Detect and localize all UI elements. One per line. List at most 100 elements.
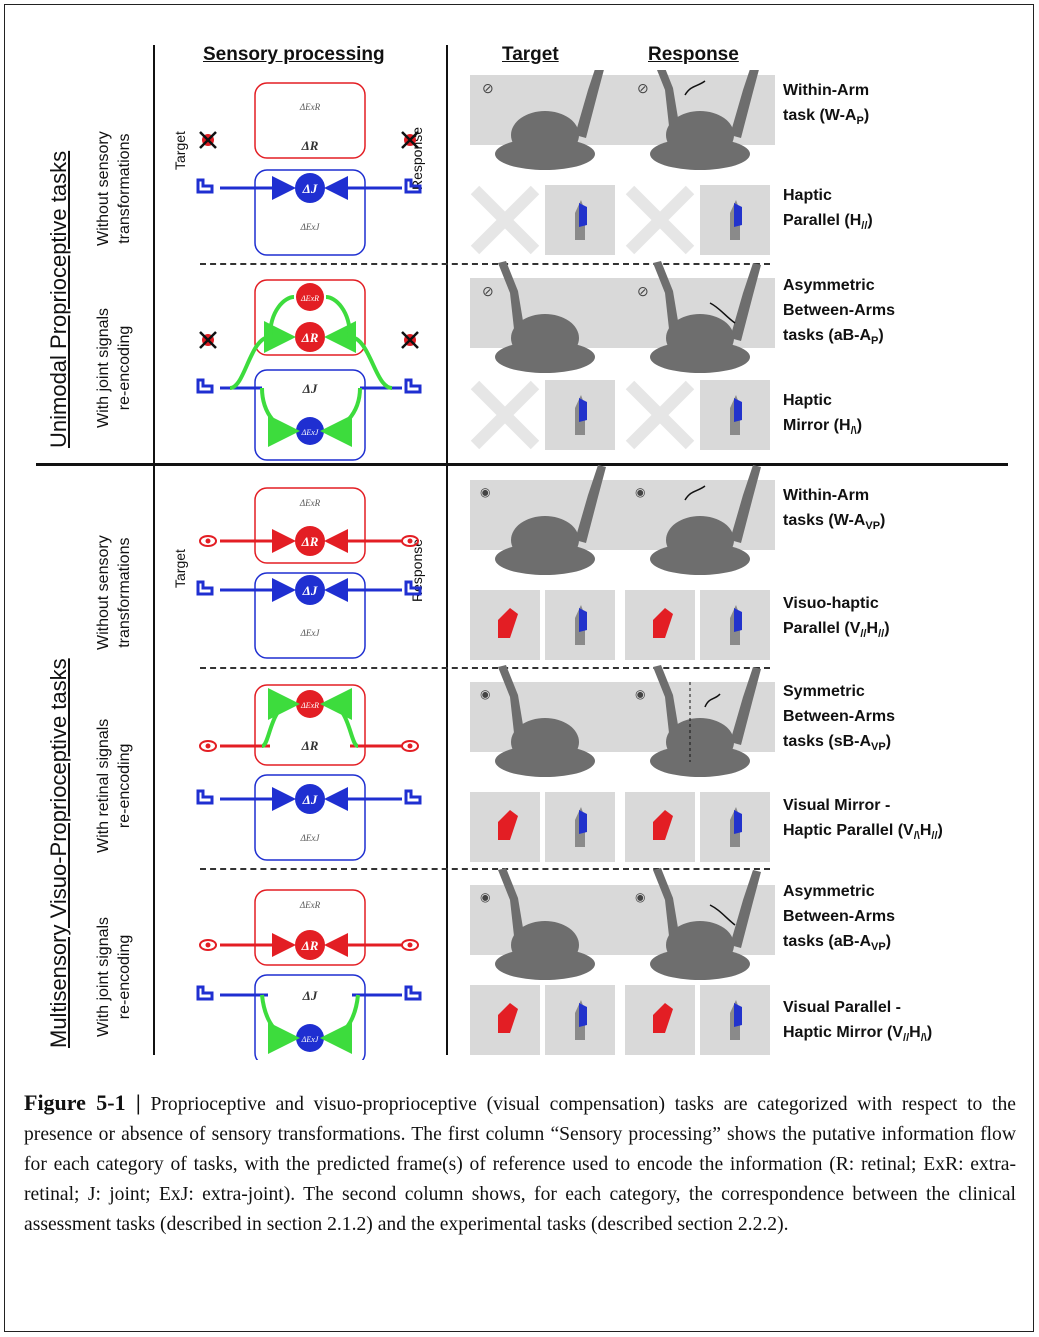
trajectory-arrow-icon (709, 302, 736, 324)
visual-tile (470, 985, 540, 1055)
haptic-tile (700, 380, 770, 450)
task-label: Haptic Mirror (H/\) (783, 392, 863, 438)
response-illustration: ◉ (625, 868, 775, 980)
response-illustration: ◉ (625, 465, 775, 575)
response-illustration: ◉ (625, 665, 775, 777)
task-label: Symmetric Between-Arms tasks (sB-AVP) (783, 683, 896, 754)
target-illustration: ◉ (470, 665, 630, 777)
hand-icon (404, 580, 422, 596)
eye-icon (199, 535, 217, 547)
row-divider (200, 868, 770, 870)
haptic-tile (545, 380, 615, 450)
divider-vertical-middle (446, 45, 448, 1055)
diagram-unimodal-without: ΔExR ΔR ΔJ ΔExJ (196, 82, 422, 256)
eye-icon (401, 535, 419, 547)
eye-icon: ◉ (635, 890, 645, 904)
node-exr: ΔExR (299, 102, 321, 112)
task-label: Asymmetric Between-Arms tasks (aB-AVP) (783, 883, 896, 954)
haptic-tile (625, 185, 695, 255)
svg-text:ΔR: ΔR (301, 938, 319, 953)
diagram-unimodal-joint-reencoding: ΔExR ΔR ΔJ ΔExJ (196, 279, 422, 461)
task-label: Visual Mirror - Haptic Parallel (V/\H//) (783, 797, 943, 843)
response-illustration: ⊘ (625, 261, 775, 373)
divider-vertical-left (153, 45, 155, 1055)
caption-text: Proprioceptive and visuo-proprioceptive … (24, 1094, 1016, 1235)
trajectory-arrow-icon (709, 904, 736, 926)
hand-icon (404, 378, 422, 394)
svg-text:ΔExR: ΔExR (299, 900, 321, 910)
haptic-tile (700, 185, 770, 255)
task-label: Within-Arm task (W-AP) (783, 82, 870, 128)
svg-text:ΔJ: ΔJ (302, 381, 318, 396)
crossed-eye-icon: ⊘ (637, 285, 649, 300)
row-divider (200, 263, 770, 265)
hand-icon (196, 178, 214, 194)
svg-text:ΔExJ: ΔExJ (300, 833, 321, 843)
haptic-tile (470, 185, 540, 255)
node-exj: ΔExJ (300, 222, 321, 232)
hand-icon (404, 178, 422, 194)
divider-horizontal-groups (36, 463, 1008, 466)
haptic-tile (545, 185, 615, 255)
hand-icon (196, 985, 214, 1001)
svg-text:ΔJ: ΔJ (302, 792, 318, 807)
crossed-eye-icon: ⊘ (637, 82, 649, 97)
haptic-tile (545, 590, 615, 660)
header-response: Response (648, 44, 739, 65)
visual-tile (470, 792, 540, 862)
header-sensory-processing: Sensory processing (203, 44, 385, 65)
header-target: Target (502, 44, 559, 65)
haptic-tile (545, 985, 615, 1055)
eye-icon: ◉ (635, 485, 645, 499)
row-divider (200, 667, 770, 669)
svg-text:ΔExJ: ΔExJ (300, 628, 321, 638)
response-illustration: ⊘ (625, 70, 775, 170)
haptic-tile (700, 590, 770, 660)
eye-icon: ◉ (635, 687, 645, 701)
group-label-multisensory: Multisensory Visuo-Proprioceptive tasks (46, 658, 71, 1048)
crossed-out-icon (199, 131, 217, 149)
task-label: Within-Arm tasks (W-AVP) (783, 487, 886, 533)
svg-text:ΔJ: ΔJ (302, 988, 318, 1003)
visual-tile (625, 590, 695, 660)
hand-icon (196, 789, 214, 805)
crossed-out-icon (401, 131, 419, 149)
figure-caption: Figure 5-1 | Proprioceptive and visuo-pr… (24, 1088, 1016, 1240)
haptic-tile (470, 380, 540, 450)
sensory-processing-diagrams: ΔExR ΔR ΔJ ΔExJ ΔExR ΔR ΔJ ΔExJ (196, 82, 422, 1060)
task-label: Asymmetric Between-Arms tasks (aB-AP) (783, 277, 896, 348)
svg-text:ΔJ: ΔJ (302, 583, 318, 598)
eye-icon (401, 939, 419, 951)
crossed-eye-icon: ⊘ (482, 285, 494, 300)
svg-text:ΔR: ΔR (301, 330, 319, 345)
hand-icon (404, 789, 422, 805)
target-illustration: ⊘ (470, 261, 630, 373)
task-label: Visuo-haptic Parallel (V//H//) (783, 595, 890, 641)
hand-icon (404, 985, 422, 1001)
haptic-tile (625, 380, 695, 450)
trajectory-arrow-icon (684, 485, 706, 501)
target-illustration: ⊘ (470, 70, 630, 170)
task-illustrations: ⊘ ⊘ ⊘ ⊘ ◉ ◉ ◉ (460, 70, 775, 1055)
visual-tile (625, 985, 695, 1055)
crossed-out-icon (199, 331, 217, 349)
diagram-multisensory-without: ΔExR ΔR ΔJ ΔExJ (196, 487, 422, 659)
task-label: Visual Parallel - Haptic Mirror (V//H/\) (783, 999, 933, 1045)
svg-text:ΔR: ΔR (301, 738, 319, 753)
trajectory-arrow-icon (684, 80, 706, 96)
svg-text:ΔExR: ΔExR (300, 701, 319, 710)
diagram-multisensory-joint-reencoding: ΔExR ΔR ΔJ ΔExJ (196, 889, 422, 1060)
visual-tile (625, 792, 695, 862)
figure-frame (4, 4, 1034, 1332)
eye-icon: ◉ (480, 687, 490, 701)
task-label: Haptic Parallel (H//) (783, 187, 873, 233)
svg-text:ΔR: ΔR (301, 534, 319, 549)
svg-text:ΔExR: ΔExR (299, 498, 321, 508)
hand-icon (196, 580, 214, 596)
haptic-tile (700, 792, 770, 862)
group-label-unimodal: Unimodal Proprioceptive tasks (46, 150, 71, 448)
